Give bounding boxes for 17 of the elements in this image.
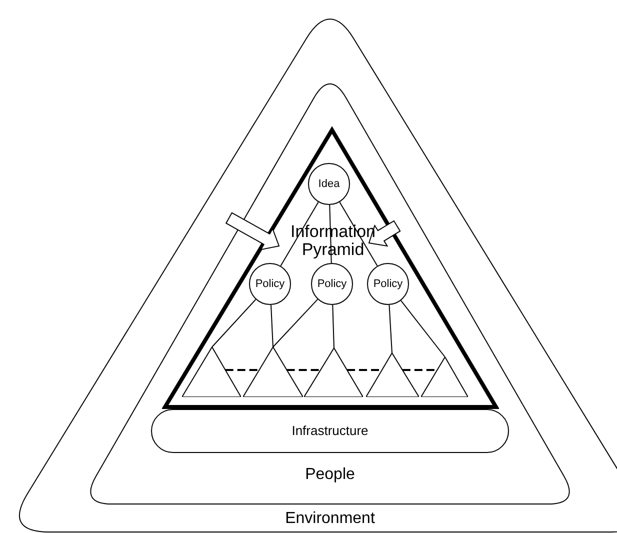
block-arrow (368, 220, 401, 247)
dashed-line (402, 369, 438, 371)
connector-line (280, 202, 319, 266)
connector-line (270, 304, 274, 348)
connector-line (339, 202, 378, 266)
node-label: Environment (284, 511, 376, 528)
connector-line (272, 298, 318, 348)
node-label: People (304, 467, 356, 484)
dashed-line (225, 369, 260, 371)
infrastructure-band: Infrastructure (151, 409, 509, 453)
connector-line (388, 304, 392, 354)
connector-line (332, 304, 334, 348)
dashed-line (286, 369, 321, 371)
connector-line (400, 300, 446, 358)
connector-line (212, 298, 256, 348)
dashed-line (347, 369, 382, 371)
block-arrow (225, 212, 280, 250)
